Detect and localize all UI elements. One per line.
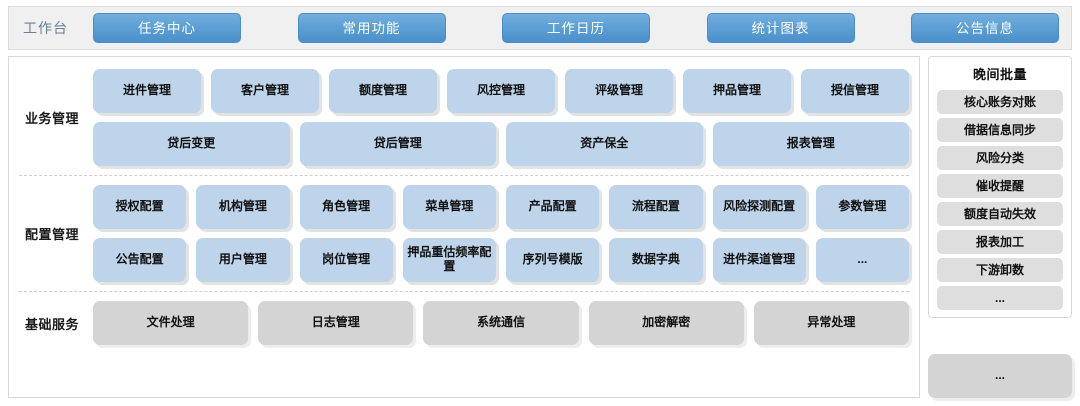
tab-task-center[interactable]: 任务中心: [93, 13, 241, 43]
config-row-2: 公告配置 用户管理 岗位管理 押品重估频率配置 序列号模版 数据字典 进件渠道管…: [93, 238, 909, 282]
tile-position-management[interactable]: 岗位管理: [299, 238, 393, 282]
tile-customer-management[interactable]: 客户管理: [211, 69, 319, 113]
section-rows-business: 进件管理 客户管理 额度管理 风控管理 评级管理 押品管理 授信管理 贷后变更 …: [93, 69, 909, 166]
batch-item-risk-classification[interactable]: 风险分类: [937, 146, 1063, 170]
tile-exception-handling[interactable]: 异常处理: [753, 301, 910, 345]
tile-authorization-config[interactable]: 授权配置: [93, 185, 187, 229]
tile-serial-number-template[interactable]: 序列号模版: [506, 238, 600, 282]
batch-item-collection-reminder[interactable]: 催收提醒: [937, 174, 1063, 198]
tile-config-more[interactable]: ...: [815, 238, 909, 282]
tile-log-management[interactable]: 日志管理: [258, 301, 414, 345]
basic-row-1: 文件处理 日志管理 系统通信 加密解密 异常处理: [93, 301, 910, 345]
section-label-business: 业务管理: [25, 111, 80, 126]
batch-item-downstream-unload[interactable]: 下游卸数: [937, 258, 1063, 282]
tile-process-config[interactable]: 流程配置: [609, 185, 703, 229]
tile-rating-management[interactable]: 评级管理: [565, 69, 673, 113]
tile-risk-detection-config[interactable]: 风险探测配置: [712, 185, 806, 229]
batch-item-iou-info-sync[interactable]: 借据信息同步: [937, 118, 1063, 142]
tile-risk-control-management[interactable]: 风控管理: [447, 69, 555, 113]
page-title: 工作台: [23, 20, 68, 36]
tile-incoming-management[interactable]: 进件管理: [93, 69, 201, 113]
nightly-batch-panel: 晚间批量 核心账务对账 借据信息同步 风险分类 催收提醒 额度自动失效 报表加工…: [928, 56, 1072, 318]
business-row-1: 进件管理 客户管理 额度管理 风控管理 评级管理 押品管理 授信管理: [93, 69, 909, 113]
business-row-2: 贷后变更 贷后管理 资产保全 报表管理: [93, 122, 909, 166]
nightly-batch-title: 晚间批量: [972, 67, 1027, 82]
section-config-management: 配置管理 授权配置 机构管理 角色管理 菜单管理 产品配置 流程配置 风险探测配…: [19, 185, 909, 282]
tile-product-config[interactable]: 产品配置: [506, 185, 600, 229]
tab-work-calendar[interactable]: 工作日历: [502, 13, 650, 43]
tile-file-processing[interactable]: 文件处理: [93, 301, 249, 345]
divider-business-config: [19, 175, 909, 176]
tab-statistics-chart[interactable]: 统计图表: [706, 13, 855, 43]
tile-parameter-management[interactable]: 参数管理: [815, 185, 909, 229]
tile-role-management[interactable]: 角色管理: [299, 185, 393, 229]
section-label-basic: 基础服务: [25, 316, 80, 332]
tile-user-management[interactable]: 用户管理: [196, 238, 290, 282]
tile-report-management[interactable]: 报表管理: [712, 122, 909, 166]
batch-item-core-account-reconciliation[interactable]: 核心账务对账: [937, 90, 1063, 114]
tile-menu-management[interactable]: 菜单管理: [402, 185, 496, 229]
tile-collateral-management[interactable]: 押品管理: [683, 69, 791, 113]
tab-announcement[interactable]: 公告信息: [911, 13, 1059, 43]
basic-services-more-wrapper: ...: [928, 354, 1072, 398]
tile-incoming-channel-management[interactable]: 进件渠道管理: [712, 238, 806, 282]
tile-post-loan-change[interactable]: 贷后变更: [93, 122, 290, 166]
batch-item-more[interactable]: ...: [937, 286, 1063, 310]
batch-item-credit-limit-auto-expiry[interactable]: 额度自动失效: [937, 202, 1063, 226]
right-side-column: 晚间批量 核心账务对账 借据信息同步 风险分类 催收提醒 额度自动失效 报表加工…: [928, 56, 1072, 398]
section-business-management: 业务管理 进件管理 客户管理 额度管理 风控管理 评级管理 押品管理 授信管理 …: [19, 63, 909, 166]
tile-basic-services-more[interactable]: ...: [928, 354, 1072, 398]
tile-credit-limit-management[interactable]: 额度管理: [329, 69, 437, 113]
config-row-1: 授权配置 机构管理 角色管理 菜单管理 产品配置 流程配置 风险探测配置 参数管…: [93, 185, 909, 229]
section-rows-basic: 文件处理 日志管理 系统通信 加密解密 异常处理: [93, 301, 910, 345]
tile-asset-preservation[interactable]: 资产保全: [506, 122, 703, 166]
tile-data-dictionary[interactable]: 数据字典: [609, 238, 703, 282]
header-bar: 工作台 任务中心 常用功能 工作日历 统计图表 公告信息: [8, 6, 1072, 50]
section-basic-services: 基础服务 文件处理 日志管理 系统通信 加密解密 异常处理: [19, 301, 910, 347]
batch-item-report-processing[interactable]: 报表加工: [937, 230, 1063, 254]
tile-collateral-revaluation-frequency-config[interactable]: 押品重估频率配置: [402, 238, 496, 282]
header-tab-list: 任务中心 常用功能 工作日历 统计图表 公告信息: [93, 13, 1061, 43]
section-rows-config: 授权配置 机构管理 角色管理 菜单管理 产品配置 流程配置 风险探测配置 参数管…: [93, 185, 909, 282]
body-wrapper: 业务管理 进件管理 客户管理 额度管理 风控管理 评级管理 押品管理 授信管理 …: [8, 56, 1072, 398]
tile-announcement-config[interactable]: 公告配置: [93, 238, 187, 282]
tile-credit-granting-management[interactable]: 授信管理: [801, 69, 909, 113]
divider-config-basic: [19, 291, 909, 292]
tile-organization-management[interactable]: 机构管理: [196, 185, 290, 229]
section-label-config: 配置管理: [25, 227, 80, 242]
tile-post-loan-management[interactable]: 贷后管理: [299, 122, 496, 166]
tile-system-communication[interactable]: 系统通信: [423, 301, 579, 345]
tab-common-functions[interactable]: 常用功能: [297, 13, 446, 43]
tile-encryption-decryption[interactable]: 加密解密: [588, 301, 744, 345]
main-panel: 业务管理 进件管理 客户管理 额度管理 风控管理 评级管理 押品管理 授信管理 …: [8, 56, 920, 398]
